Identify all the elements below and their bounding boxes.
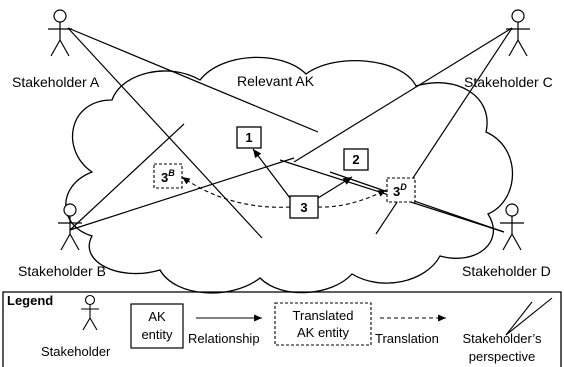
perspective-a-lower [67, 27, 263, 239]
translated-entity-3b: 3B [153, 163, 183, 189]
relationship-3-to-2 [317, 176, 353, 199]
svg-text:3B: 3B [161, 168, 175, 185]
stakeholder-d-figure [500, 203, 524, 251]
cloud-label: Relevant AK [237, 73, 315, 89]
translation-3-to-3d [317, 189, 387, 208]
stakeholder-a-figure [48, 9, 72, 57]
translated-3d-superscript: D [400, 182, 407, 192]
legend-border [2, 291, 562, 367]
perspective-lines [67, 27, 513, 239]
perspective-d-lower [329, 171, 505, 233]
legend-relationship-label: Relationship [188, 331, 260, 346]
legend-translated-line2: AK entity [297, 325, 350, 340]
legend-translated-box [274, 302, 372, 346]
legend-title: Legend [7, 293, 53, 308]
perspective-c-upper [293, 27, 513, 163]
stakeholder-b-figure [58, 203, 82, 251]
legend-stakeholder-label: Stakeholder [41, 344, 111, 359]
stakeholder-d-label: Stakeholder D [462, 263, 551, 279]
ak-entity-2-label: 2 [352, 152, 359, 167]
perspective-c-lower [375, 27, 513, 235]
perspective-b-lower [69, 157, 295, 231]
legend-ak-entity-box [130, 303, 184, 349]
ak-entity-1-label: 1 [245, 130, 252, 145]
legend: Legend Stakeholder AK entity Relationshi… [2, 291, 562, 367]
legend-translation-label: Translation [375, 331, 439, 346]
stakeholder-c-figure [506, 9, 530, 57]
legend-perspective-line1: Stakeholder’s [462, 331, 542, 346]
legend-translated-line1: Translated [293, 308, 354, 323]
translated-entity-3d: 3D [386, 177, 416, 203]
ak-entity-3: 3 [289, 195, 319, 219]
legend-perspective-icon [505, 297, 553, 336]
ak-entity-1: 1 [236, 126, 262, 149]
svg-text:3D: 3D [393, 182, 407, 199]
translation-3-to-3b [181, 176, 291, 208]
relevant-ak-cloud [65, 56, 514, 294]
stakeholder-c-label: Stakeholder C [464, 74, 553, 90]
legend-ak-entity-line2: entity [141, 327, 173, 342]
translated-3b-superscript: B [168, 168, 175, 178]
stakeholder-b-label: Stakeholder B [18, 263, 106, 279]
legend-perspective-line2: perspective [469, 349, 535, 364]
translated-3b-base: 3 [161, 170, 168, 185]
legend-stakeholder-icon [81, 294, 99, 331]
ak-entity-2: 2 [343, 148, 369, 171]
ak-entity-3-label: 3 [300, 200, 307, 215]
perspective-a-upper [67, 27, 319, 133]
relationship-3-to-1 [252, 148, 291, 199]
translated-3d-base: 3 [393, 184, 400, 199]
legend-ak-entity-line1: AK [148, 309, 166, 324]
perspective-b-upper [69, 123, 185, 231]
stakeholder-a-label: Stakeholder A [12, 74, 100, 90]
